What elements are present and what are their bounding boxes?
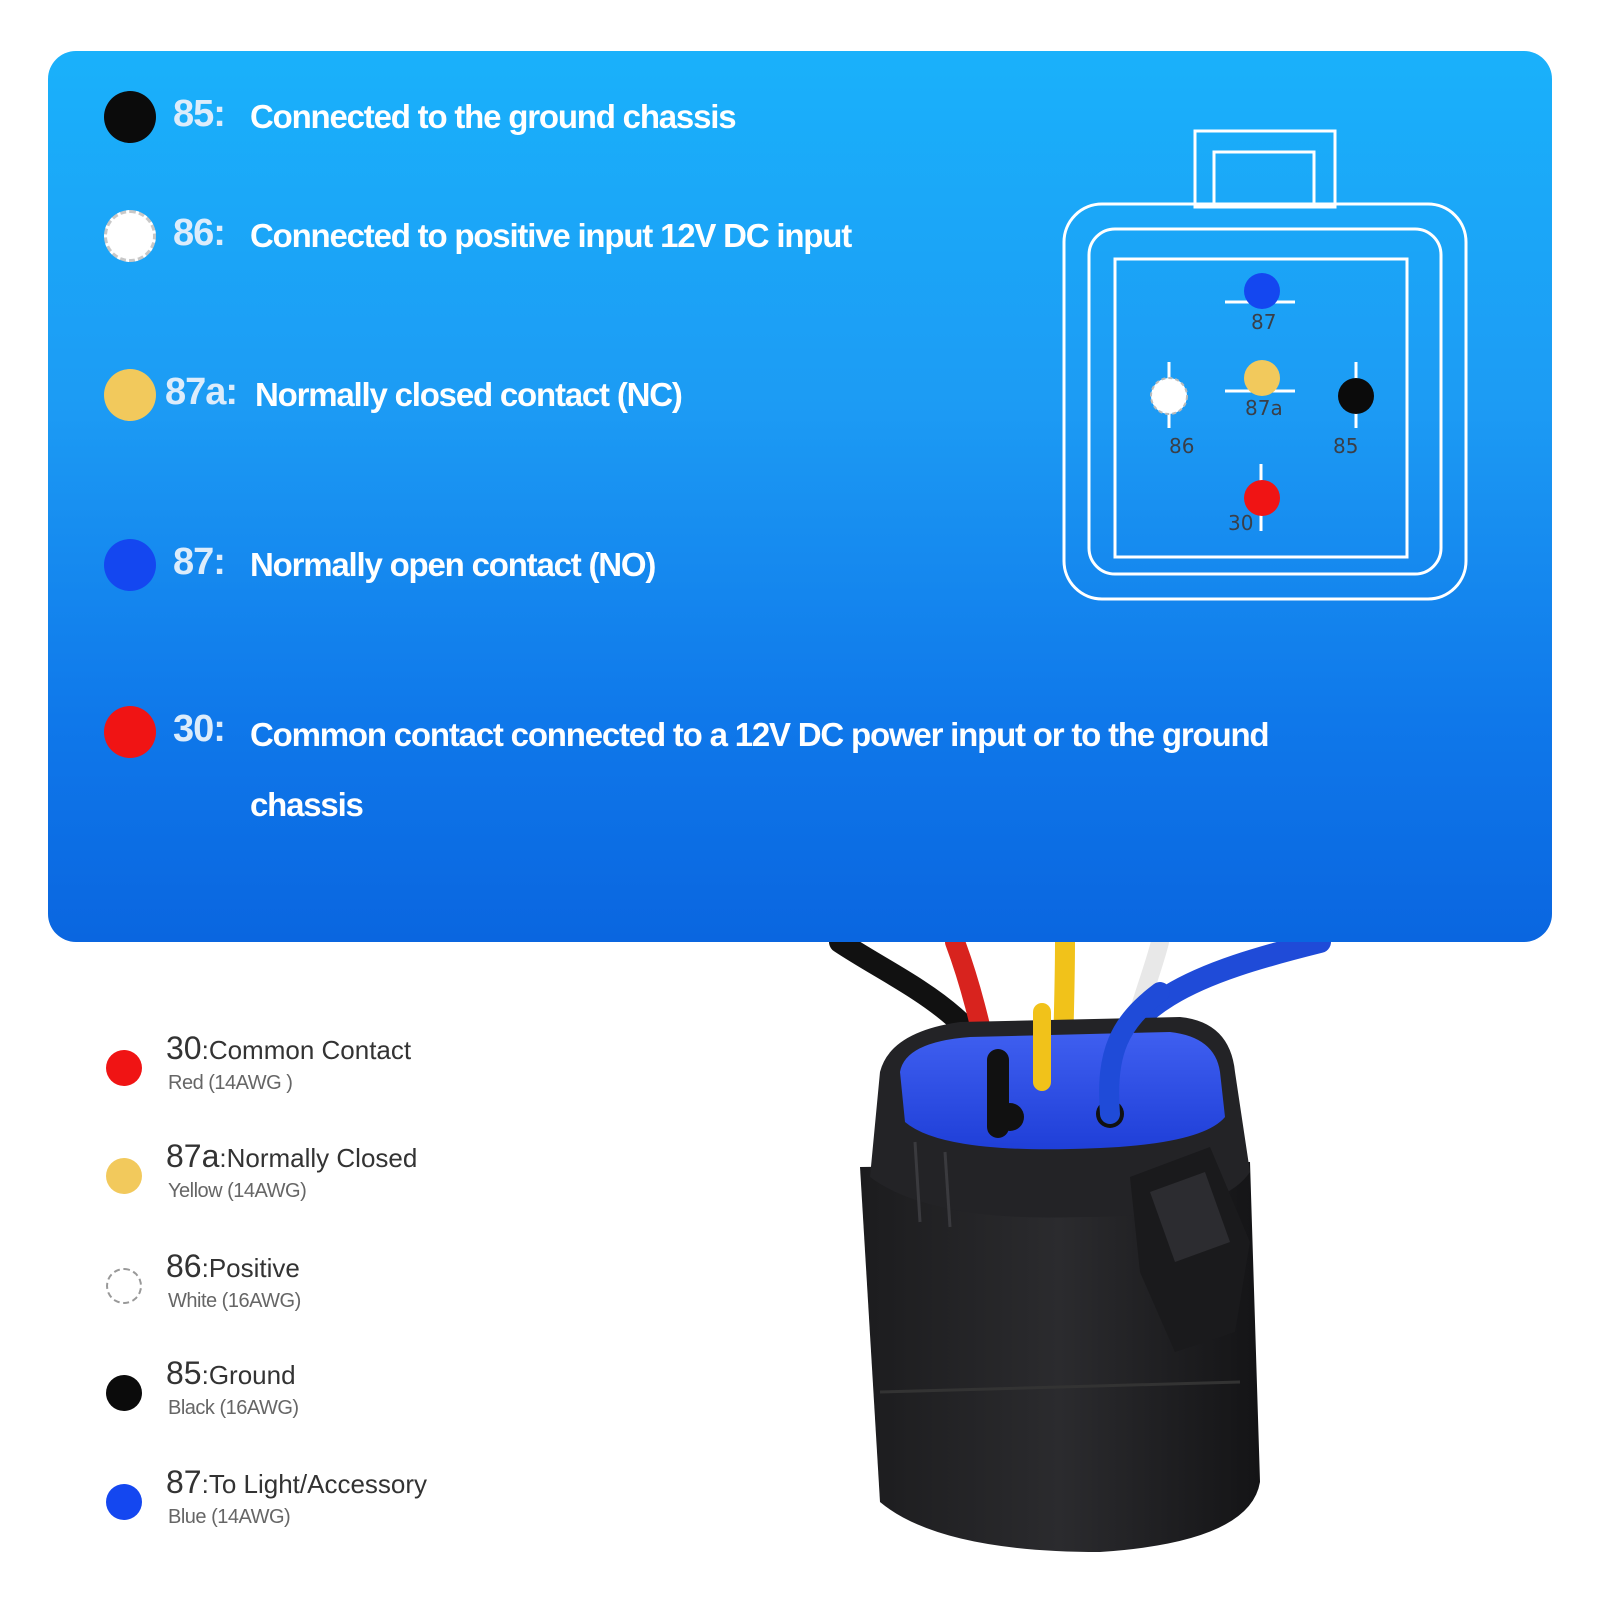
definition-pin: 30:: [173, 708, 226, 750]
black-dot-icon: [104, 91, 156, 143]
legend-pin: 86: [166, 1248, 202, 1284]
legend-label: :To Light/Accessory: [201, 1469, 428, 1499]
definition-text: Connected to positive input 12V DC input: [250, 217, 852, 254]
white-dot-icon: [104, 210, 156, 262]
legend-wire-spec: Blue (14AWG): [168, 1506, 291, 1528]
legend-pin: 87: [166, 1464, 202, 1500]
pin-label-86: 86: [1169, 434, 1194, 458]
legend-wire-spec: White (16AWG): [168, 1290, 301, 1312]
definition-pin: 85:: [173, 93, 226, 135]
definition-pin: 87:: [173, 541, 226, 583]
legend-label: :Positive: [201, 1253, 300, 1283]
definition-pin: 86:: [173, 212, 226, 254]
definition-pin: 87a:: [165, 371, 238, 413]
legend-label: :Common Contact: [201, 1035, 412, 1065]
legend-wire-spec: Black (16AWG): [168, 1397, 299, 1419]
legend-pin: 87a: [166, 1138, 220, 1174]
legend-pin: 85: [166, 1355, 202, 1391]
pin-label-30: 30: [1228, 511, 1253, 535]
pin-label-85: 85: [1333, 434, 1358, 458]
pin-85-dot: [1338, 378, 1374, 414]
pin-definition-panel: 85: Connected to the ground chassis 86: …: [48, 51, 1552, 942]
black-dot-icon: [106, 1375, 142, 1411]
blue-dot-icon: [106, 1484, 142, 1520]
blue-dot-icon: [104, 539, 156, 591]
pin-87-dot: [1244, 273, 1280, 309]
definition-text: Common contact connected to a 12V DC pow…: [250, 716, 1270, 823]
yellow-dot-icon: [104, 369, 156, 421]
legend-wire-spec: Yellow (14AWG): [168, 1180, 307, 1202]
definition-text: Connected to the ground chassis: [250, 98, 737, 135]
definition-text: Normally open contact (NO): [250, 546, 656, 583]
pin-30-dot: [1244, 480, 1280, 516]
relay-product-image: [829, 942, 1331, 1552]
white-dot-icon: [106, 1268, 142, 1304]
legend-label: :Ground: [201, 1360, 296, 1390]
red-dot-icon: [104, 706, 156, 758]
definition-text: Normally closed contact (NC): [255, 376, 683, 413]
legend-pin: 30: [166, 1030, 202, 1066]
yellow-dot-icon: [106, 1158, 142, 1194]
legend-label: :Normally Closed: [219, 1143, 418, 1173]
pin-label-87: 87: [1251, 310, 1276, 334]
pin-label-87a: 87a: [1245, 396, 1283, 420]
pin-87a-dot: [1244, 360, 1280, 396]
red-dot-icon: [106, 1050, 142, 1086]
pin-86-dot: [1150, 377, 1188, 415]
legend-wire-spec: Red (14AWG ): [168, 1072, 293, 1094]
connector-pinout-diagram: 87 87a 86 85 30: [1062, 129, 1468, 601]
